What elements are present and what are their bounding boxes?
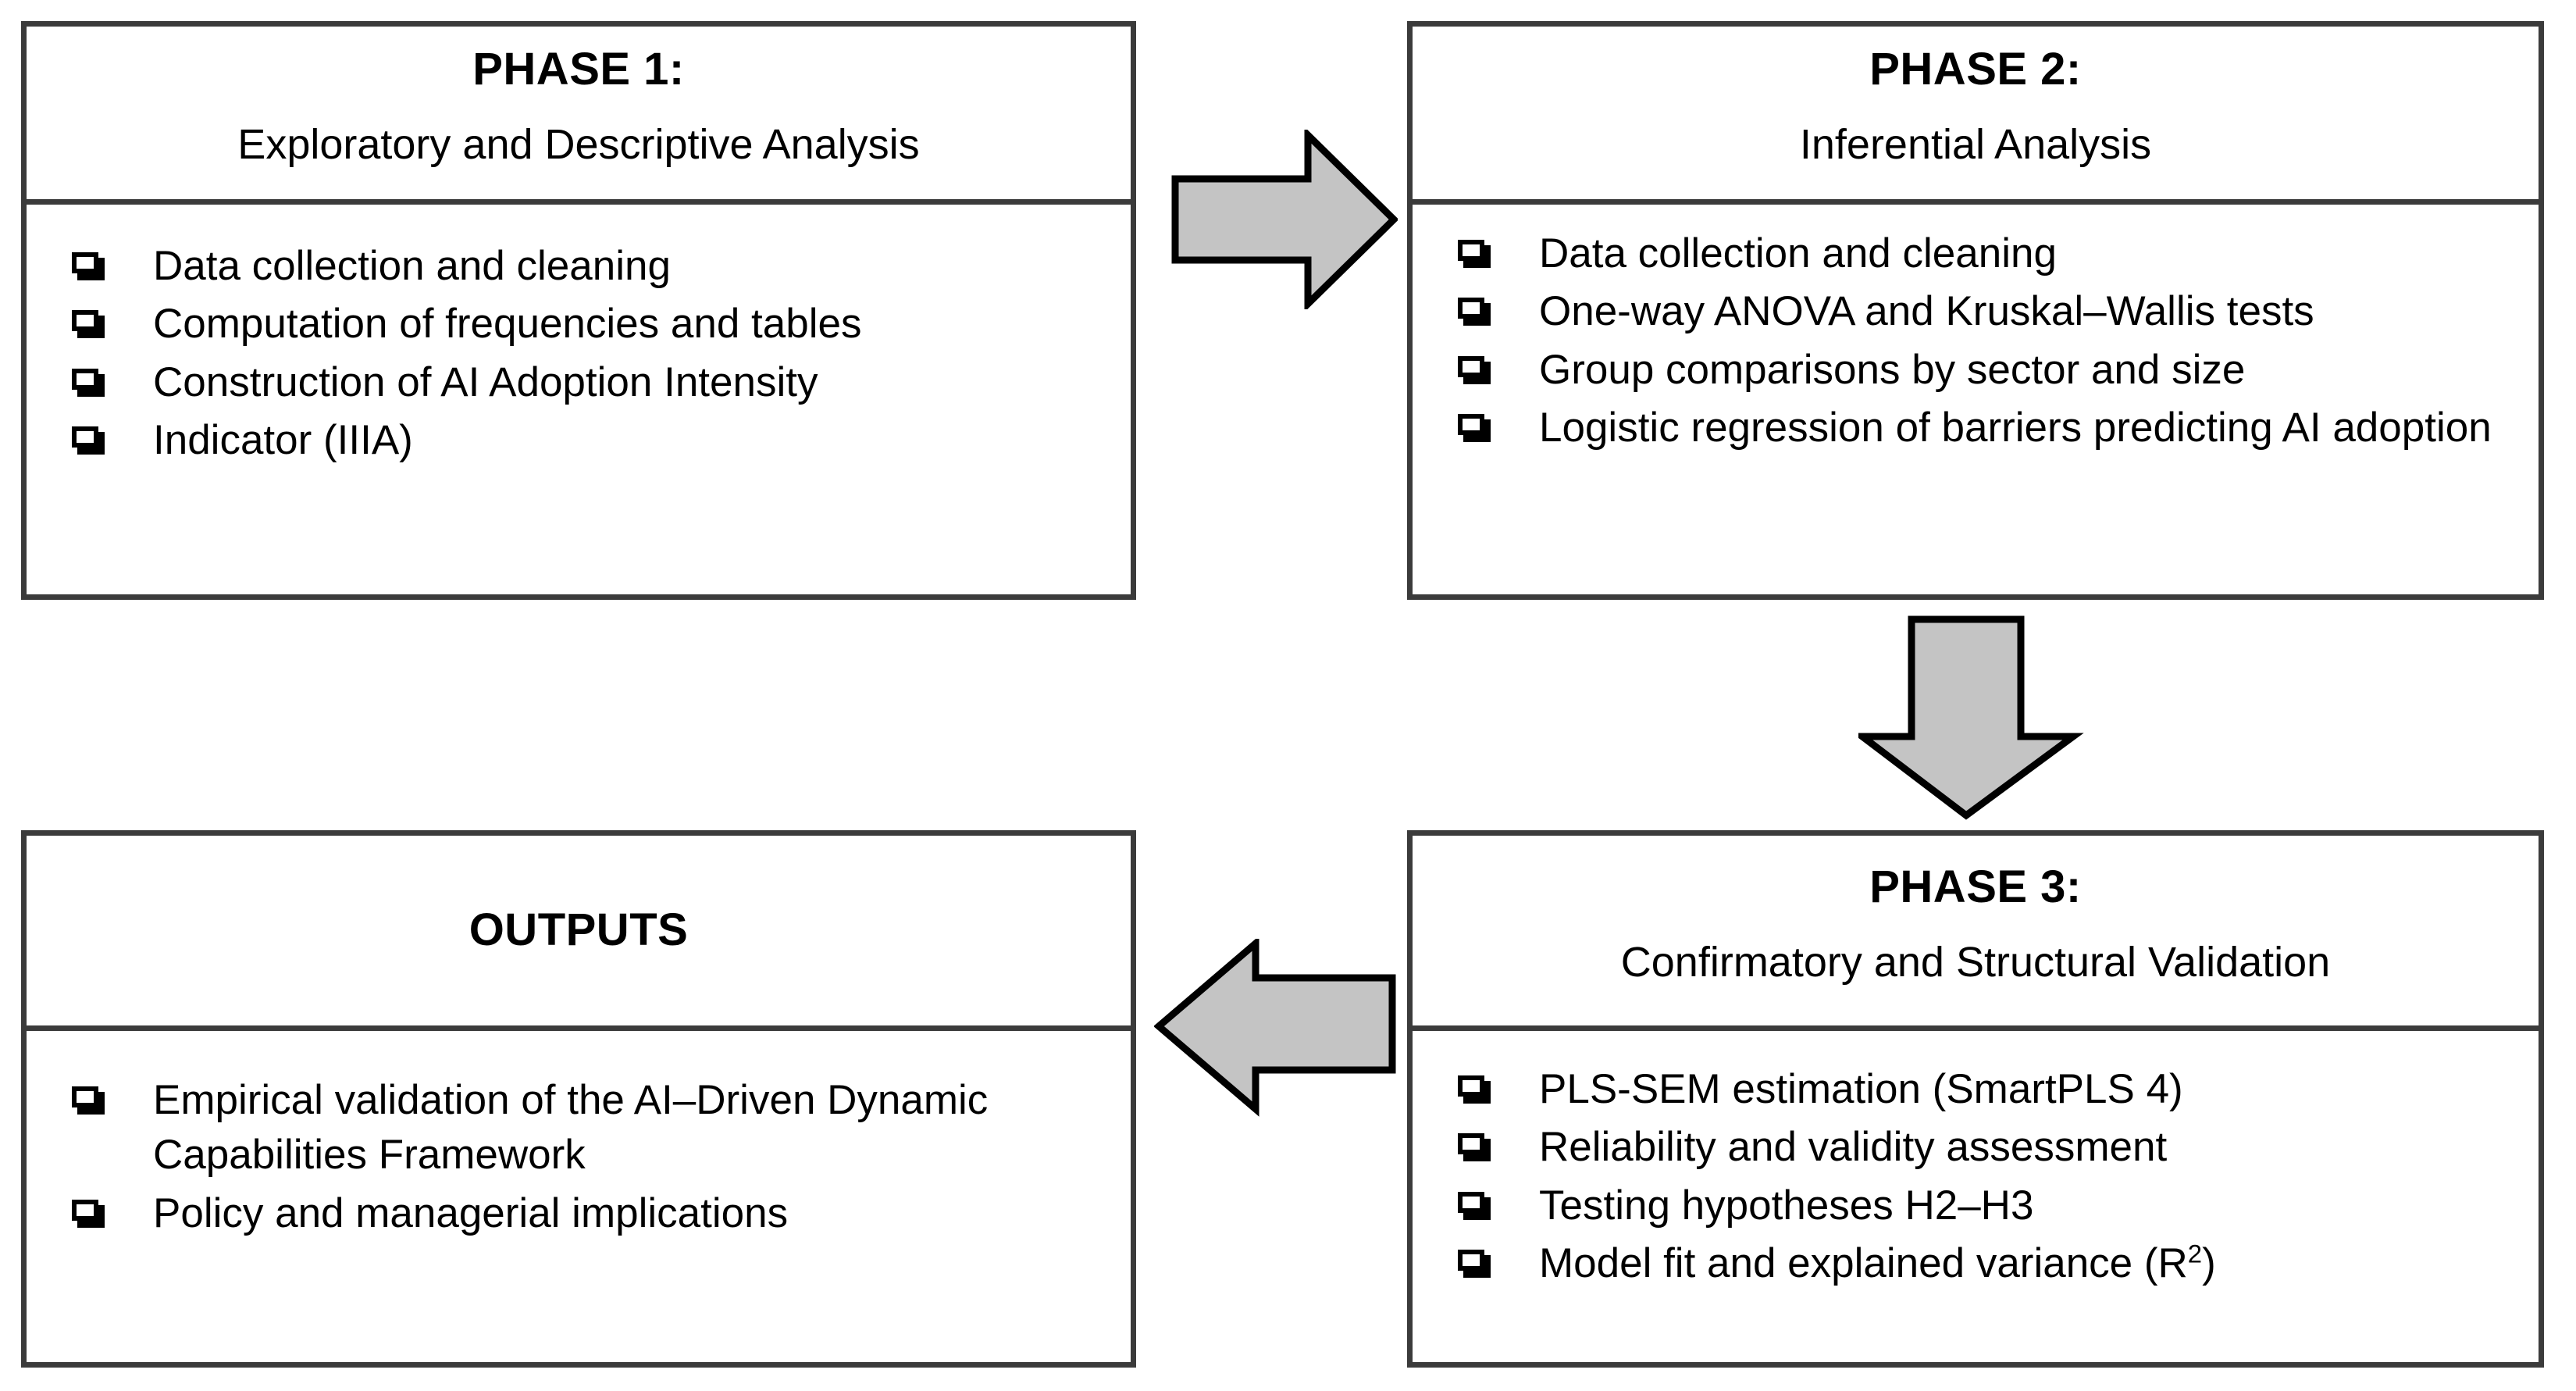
checkbox-square-icon [72, 426, 105, 461]
list-item-label: Reliability and validity assessment [1539, 1124, 2168, 1171]
checkbox-square-icon [1458, 1191, 1491, 1226]
checkbox-square-icon [1458, 355, 1491, 391]
phase-2-box[interactable]: PHASE 2: Inferential Analysis Data colle… [1407, 21, 2544, 600]
phase-1-title: PHASE 1: [472, 43, 685, 95]
list-item[interactable]: Computation of frequencies and tables [72, 297, 1099, 351]
list-item[interactable]: Model fit and explained variance (R2) [1458, 1236, 2507, 1291]
outputs-box[interactable]: OUTPUTS Empirical validation of the AI–D… [21, 830, 1136, 1368]
checkbox-square-icon [1458, 298, 1491, 332]
list-item-label: Construction of AI Adoption Intensity [153, 358, 818, 405]
phase-3-subtitle: Confirmatory and Structural Validation [1620, 939, 2331, 986]
arrow-phase2-to-phase3 [1858, 615, 2093, 820]
list-item[interactable]: Logistic regression of barriers predicti… [1458, 401, 2507, 455]
phase-3-body: PLS-SEM estimation (SmartPLS 4) Reliabil… [1413, 1031, 2539, 1362]
phase-1-header: PHASE 1: Exploratory and Descriptive Ana… [27, 27, 1131, 205]
phase-1-box[interactable]: PHASE 1: Exploratory and Descriptive Ana… [21, 21, 1136, 600]
list-item[interactable]: Data collection and cleaning [1458, 226, 2507, 281]
list-item-label: Group comparisons by sector and size [1539, 346, 2246, 393]
checkbox-square-icon [72, 1199, 105, 1234]
list-item-label: Model fit and explained variance (R2) [1539, 1239, 2216, 1287]
checkbox-square-icon [1458, 1250, 1491, 1284]
list-item[interactable]: Reliability and validity assessment [1458, 1120, 2507, 1175]
list-item[interactable]: Group comparisons by sector and size [1458, 343, 2507, 398]
list-item[interactable]: Construction of AI Adoption Intensity [72, 355, 1099, 410]
list-item-label: Testing hypotheses H2–H3 [1539, 1182, 2034, 1229]
phase-3-bullet-list: PLS-SEM estimation (SmartPLS 4) Reliabil… [1458, 1062, 2507, 1292]
outputs-body: Empirical validation of the AI–Driven Dy… [27, 1031, 1131, 1362]
phase-1-subtitle: Exploratory and Descriptive Analysis [237, 121, 920, 169]
list-item-label: Data collection and cleaning [1539, 230, 2057, 276]
phase-3-header: PHASE 3: Confirmatory and Structural Val… [1413, 836, 2539, 1031]
list-item-label: PLS-SEM estimation (SmartPLS 4) [1539, 1066, 2183, 1112]
phase-3-box[interactable]: PHASE 3: Confirmatory and Structural Val… [1407, 830, 2544, 1368]
list-item-label: Computation of frequencies and tables [153, 301, 862, 348]
phase-1-body: Data collection and cleaning Computation… [27, 205, 1131, 594]
list-item[interactable]: Indicator (IIIA) [72, 413, 1099, 468]
list-item-label: Indicator (IIIA) [153, 417, 413, 464]
checkbox-square-icon [72, 310, 105, 344]
outputs-header: OUTPUTS [27, 836, 1131, 1031]
phase-2-bullet-list: Data collection and cleaning One-way ANO… [1458, 226, 2507, 456]
list-item-label: One-way ANOVA and Kruskal–Wallis tests [1539, 288, 2314, 335]
list-item[interactable]: One-way ANOVA and Kruskal–Wallis tests [1458, 284, 2507, 339]
list-item-label: Logistic regression of barriers predicti… [1539, 405, 2492, 451]
list-item[interactable]: Testing hypotheses H2–H3 [1458, 1179, 2507, 1233]
checkbox-square-icon [1458, 414, 1491, 448]
outputs-bullet-list: Empirical validation of the AI–Driven Dy… [72, 1073, 1099, 1241]
checkbox-square-icon [1458, 1075, 1491, 1110]
list-item[interactable]: Data collection and cleaning [72, 239, 1099, 294]
phase-2-header: PHASE 2: Inferential Analysis [1413, 27, 2539, 205]
list-item-label: Policy and managerial implications [153, 1189, 789, 1236]
phase-2-title: PHASE 2: [1869, 43, 2082, 95]
checkbox-square-icon [72, 368, 105, 403]
checkbox-square-icon [1458, 1133, 1491, 1168]
phase-2-body: Data collection and cleaning One-way ANO… [1413, 205, 2539, 594]
list-item-label: Empirical validation of the AI–Driven Dy… [153, 1077, 989, 1179]
checkbox-square-icon [72, 1086, 105, 1121]
arrow-phase1-to-phase2 [1171, 130, 1398, 309]
phase-1-bullet-list: Data collection and cleaning Computation… [72, 239, 1099, 469]
checkbox-square-icon [72, 252, 105, 287]
arrow-phase3-to-outputs [1154, 939, 1396, 1118]
list-item[interactable]: Policy and managerial implications [72, 1186, 1099, 1241]
list-item-label: Data collection and cleaning [153, 243, 671, 289]
outputs-title: OUTPUTS [469, 904, 689, 956]
phase-3-title: PHASE 3: [1869, 861, 2082, 912]
checkbox-square-icon [1458, 240, 1491, 274]
phase-2-subtitle: Inferential Analysis [1799, 121, 2152, 169]
list-item[interactable]: PLS-SEM estimation (SmartPLS 4) [1458, 1062, 2507, 1117]
list-item[interactable]: Empirical validation of the AI–Driven Dy… [72, 1073, 1099, 1183]
